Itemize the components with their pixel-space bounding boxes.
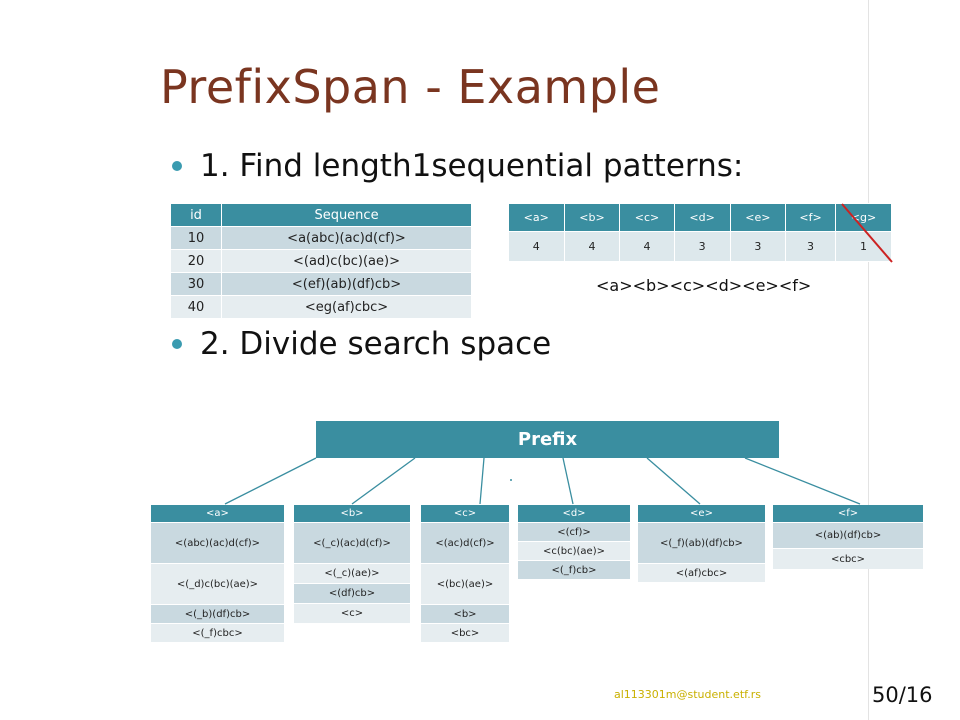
item-d-header: <d> <box>673 203 731 232</box>
bullet-step2-text: 2. Divide search space <box>200 326 552 362</box>
count-d: 3 <box>673 231 731 262</box>
connector-line <box>479 457 485 505</box>
projection-a: <a> <(abc)(ac)d(cf)> <(_d)c(bc)(ae)> <(_… <box>151 505 284 642</box>
table-row: 10 <a(abc)(ac)d(cf)> <box>170 226 472 250</box>
projection-row: <(abc)(ac)d(cf)> <box>151 522 284 563</box>
bullet-step1-text: 1. Find length1sequential patterns: <box>200 148 744 184</box>
projection-row: <(_d)c(bc)(ae)> <box>151 563 284 604</box>
count-b: 4 <box>563 231 621 262</box>
table-row: 4 4 4 3 3 3 1 <box>508 231 893 262</box>
projection-header: <c> <box>421 505 509 522</box>
connector-line <box>224 457 317 505</box>
projection-row: <(_f)cb> <box>518 560 630 579</box>
projection-row: <bc> <box>421 623 509 642</box>
projection-row: <cbc> <box>773 548 923 569</box>
projection-header: <a> <box>151 505 284 522</box>
prefix-bar: Prefix <box>316 421 779 458</box>
projection-header: <b> <box>294 505 410 522</box>
row-id: 40 <box>170 295 222 319</box>
projection-row: <(df)cb> <box>294 583 410 603</box>
projection-row: <(_c)(ae)> <box>294 563 410 583</box>
connector-line <box>744 457 861 505</box>
projection-c: <c> <(ac)d(cf)> <(bc)(ae)> <b> <bc> <box>421 505 509 642</box>
item-b-header: <b> <box>563 203 621 232</box>
projection-row: <(_c)(ac)d(cf)> <box>294 522 410 563</box>
strike-line <box>841 203 893 263</box>
bullet-dot-icon <box>172 339 182 349</box>
projection-row: <b> <box>421 604 509 623</box>
bullet-step2: 2. Divide search space <box>172 326 551 362</box>
projection-d: <d> <(cf)> <c(bc)(ae)> <(_f)cb> <box>518 505 630 579</box>
projection-row: <(ab)(df)cb> <box>773 522 923 548</box>
sequence-database-table: id Sequence 10 <a(abc)(ac)d(cf)> 20 <(ad… <box>170 203 472 319</box>
row-sequence: <(ef)(ab)(df)cb> <box>221 272 472 296</box>
row-id: 30 <box>170 272 222 296</box>
projection-row: <c(bc)(ae)> <box>518 541 630 560</box>
projection-row: <c> <box>294 603 410 623</box>
projection-row: <(af)cbc> <box>638 563 765 582</box>
page-number: 50/16 <box>872 683 933 707</box>
header-id: id <box>170 203 222 227</box>
row-sequence: <eg(af)cbc> <box>221 295 472 319</box>
row-sequence: <(ad)c(bc)(ae)> <box>221 249 472 273</box>
table-row: 20 <(ad)c(bc)(ae)> <box>170 249 472 273</box>
connector-line <box>562 457 574 505</box>
bullet-step1: 1. Find length1sequential patterns: <box>172 148 743 184</box>
projection-row: <(_f)cbc> <box>151 623 284 642</box>
author-email: al113301m@student.etf.rs <box>614 688 761 701</box>
count-a: 4 <box>508 231 565 262</box>
projection-e: <e> <(_f)(ab)(df)cb> <(af)cbc> <box>638 505 765 582</box>
row-id: 20 <box>170 249 222 273</box>
table-row: 30 <(ef)(ab)(df)cb> <box>170 272 472 296</box>
projection-row: <(bc)(ae)> <box>421 563 509 604</box>
projection-f: <f> <(ab)(df)cb> <cbc> <box>773 505 923 569</box>
table-row: 40 <eg(af)cbc> <box>170 295 472 319</box>
connector-line <box>351 457 416 505</box>
count-c: 4 <box>619 231 675 262</box>
projection-row: <(_f)(ab)(df)cb> <box>638 522 765 563</box>
connector-line <box>646 457 701 505</box>
decorative-dot <box>510 479 512 481</box>
count-g: 1 <box>834 231 893 262</box>
projection-header: <d> <box>518 505 630 522</box>
slide-title: PrefixSpan - Example <box>160 60 661 114</box>
projection-row: <(ac)d(cf)> <box>421 522 509 563</box>
projection-header: <f> <box>773 505 923 522</box>
projection-b: <b> <(_c)(ac)d(cf)> <(_c)(ae)> <(df)cb> … <box>294 505 410 623</box>
bullet-dot-icon <box>172 161 182 171</box>
frequent-patterns: <a><b><c><d><e><f> <box>596 276 812 295</box>
projection-header: <e> <box>638 505 765 522</box>
row-sequence: <a(abc)(ac)d(cf)> <box>221 226 472 250</box>
item-c-header: <c> <box>619 203 675 232</box>
projection-row: <(cf)> <box>518 522 630 541</box>
header-sequence: Sequence <box>221 203 472 227</box>
item-e-header: <e> <box>729 203 787 232</box>
slide-edge-rule <box>868 0 869 720</box>
projection-row: <(_b)(df)cb> <box>151 604 284 623</box>
slide-margin <box>869 0 960 720</box>
